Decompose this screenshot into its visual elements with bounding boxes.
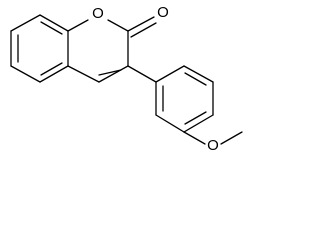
bond: [39, 65, 69, 83]
bond: [67, 19, 89, 32]
bond: [183, 131, 206, 145]
structure-canvas: O O O: [10, 3, 243, 154]
bond: [183, 114, 214, 133]
bond-inner: [40, 62, 63, 76]
methoxy-oxygen-label: O: [207, 137, 219, 154]
bond-inner: [184, 72, 207, 86]
bond: [39, 14, 69, 32]
bond: [220, 131, 243, 145]
carbonyl-oxygen-label: O: [157, 4, 169, 21]
bond: [10, 14, 41, 32]
bond-inner: [40, 21, 63, 35]
bond: [127, 65, 157, 83]
chemical-structure-diagram: O O O: [10, 4, 243, 154]
ring-oxygen-label: O: [92, 5, 104, 22]
bond: [107, 19, 129, 32]
bond-inner: [184, 111, 207, 125]
bond-inner: [98, 69, 122, 76]
bond-carbonyl: [130, 22, 157, 38]
bond-carbonyl: [127, 16, 155, 32]
bond: [155, 65, 185, 83]
bond: [98, 65, 129, 83]
bond: [10, 65, 41, 83]
bonds: [10, 14, 243, 145]
bond: [183, 65, 214, 83]
bond: [67, 65, 100, 83]
atom-labels: O O O: [92, 4, 219, 154]
bond: [155, 114, 185, 133]
